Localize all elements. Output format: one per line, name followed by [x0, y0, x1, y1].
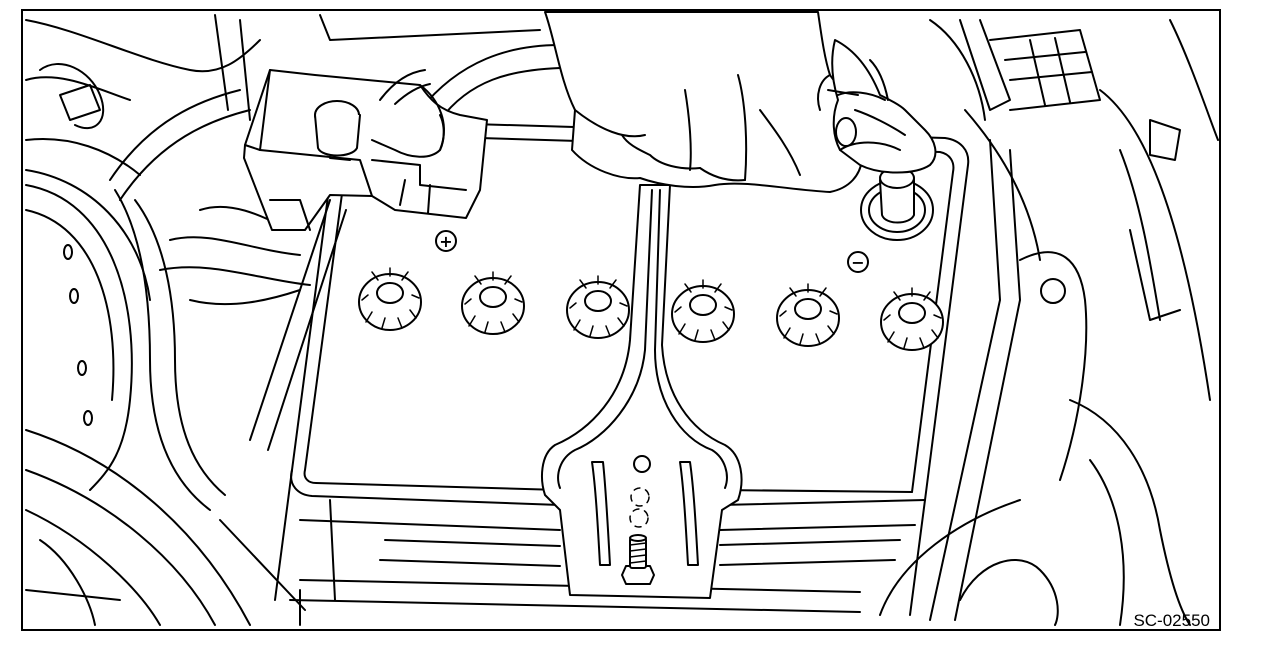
positive-sign-label: +	[439, 232, 452, 251]
vent-cap	[880, 287, 944, 351]
positive-terminal-mark: +	[435, 230, 457, 252]
negative-sign-label: −	[851, 253, 864, 272]
vent-cap	[461, 271, 525, 335]
vent-cap	[358, 267, 422, 331]
negative-terminal-mark: −	[847, 251, 869, 273]
vent-cap	[671, 279, 735, 343]
battery: + −	[274, 119, 970, 616]
gloved-hand	[544, 11, 863, 193]
clamp-bolt	[621, 534, 655, 585]
negative-cable-terminal	[827, 39, 937, 174]
vent-cap	[566, 275, 630, 339]
negative-post	[860, 167, 934, 241]
figure-code: SC-02550	[1133, 611, 1210, 630]
hold-down-clamp	[541, 184, 743, 599]
positive-terminal-cover	[243, 69, 488, 231]
positive-cable	[379, 69, 431, 105]
vent-cap	[776, 283, 840, 347]
engine-bay-background	[25, 14, 1219, 626]
